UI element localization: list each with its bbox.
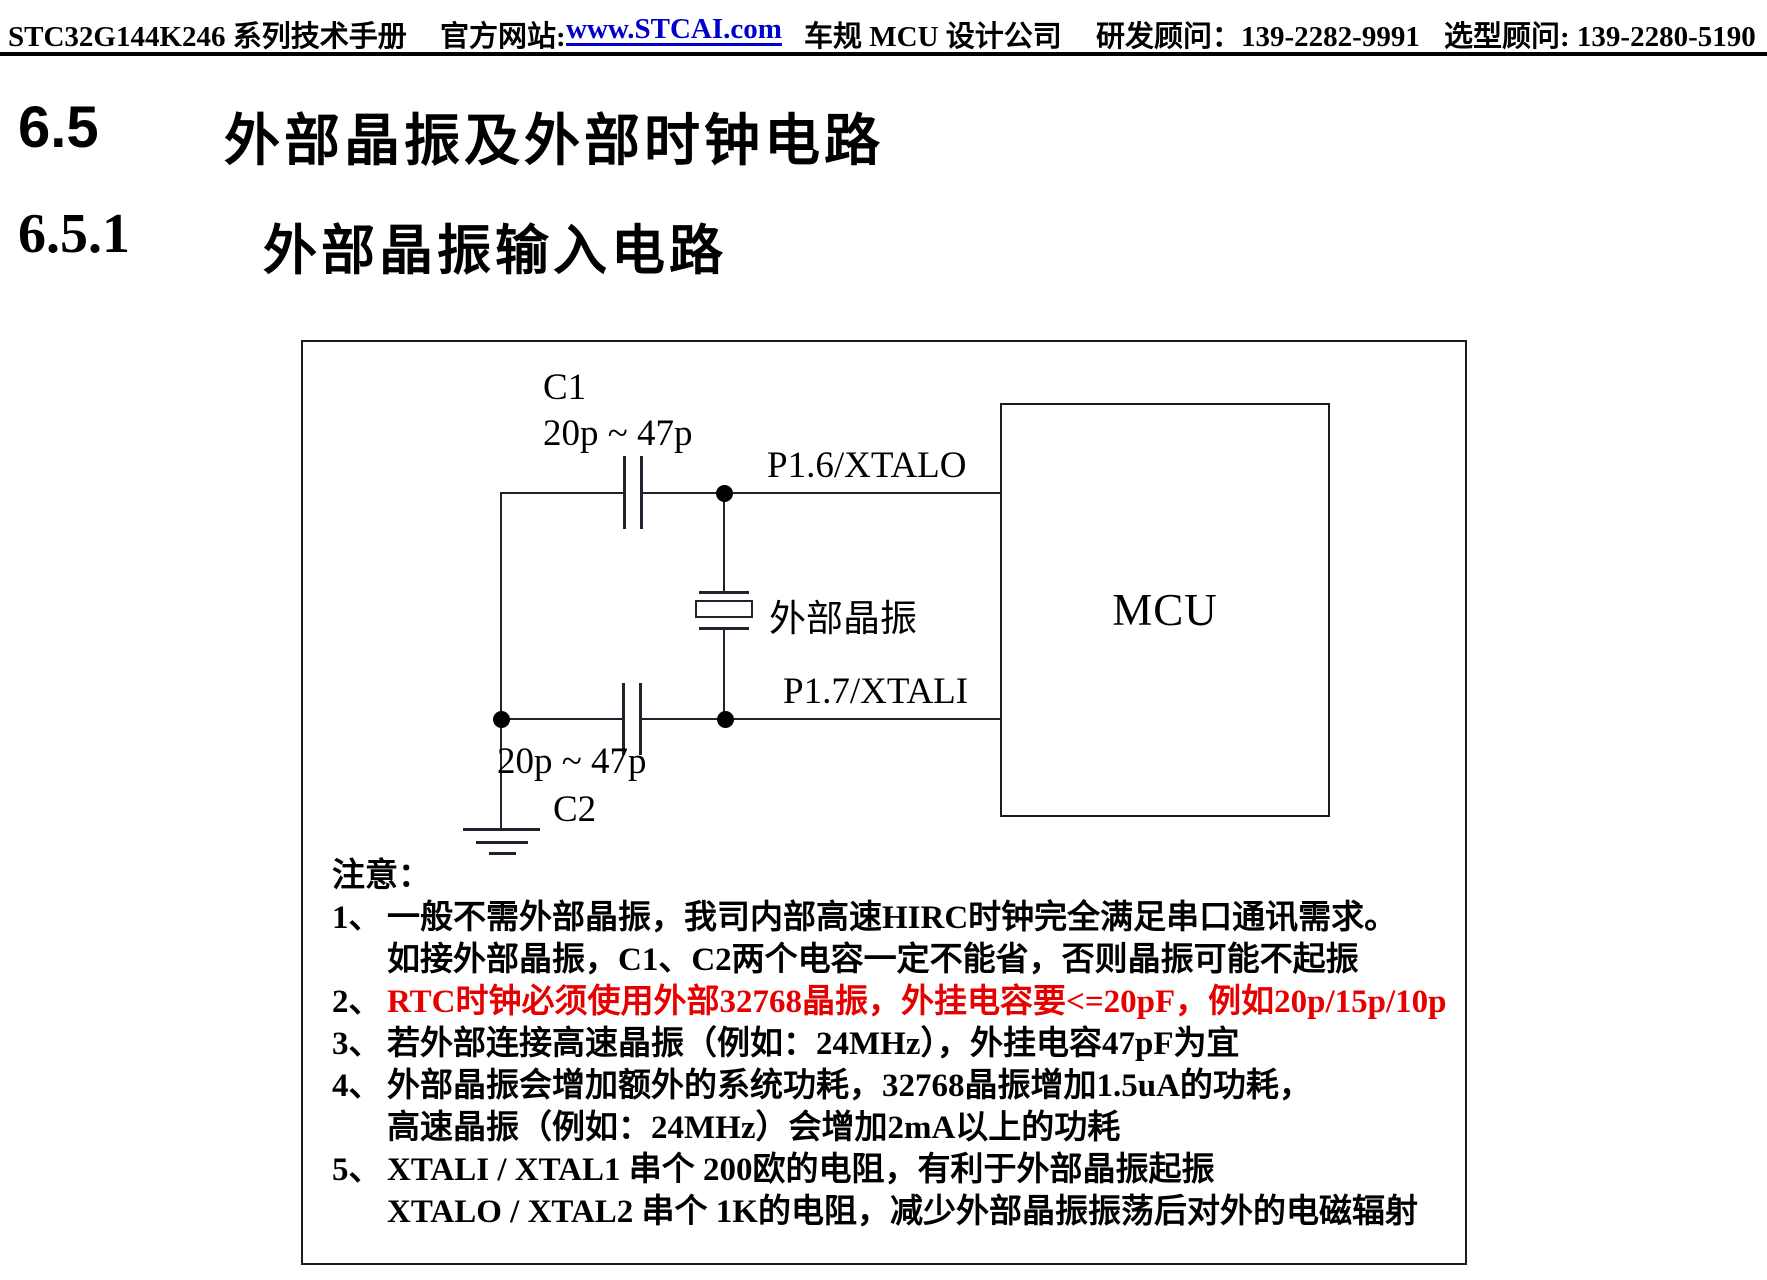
note-line-3: 3、若外部连接高速晶振（例如：24MHz），外挂电容47pF为宜	[332, 1026, 1239, 1062]
selection-contact: 选型顾问: 139-2280-5190	[1444, 21, 1756, 53]
note-text: XTALO / XTAL2 串个 1K的电阻，减少外部晶振振荡后对外的电磁辐射	[387, 1194, 1418, 1230]
note-line-1: 1、一般不需外部晶振，我司内部高速HIRC时钟完全满足串口通讯需求。	[332, 900, 1397, 936]
junction-dot-bottom-right	[717, 711, 734, 728]
wire-bottom-right-segment	[641, 718, 1001, 720]
note-line-5b: XTALO / XTAL2 串个 1K的电阻，减少外部晶振振荡后对外的电磁辐射	[387, 1194, 1418, 1230]
notes-heading: 注意：	[332, 858, 431, 894]
note-line-2: 2、RTC时钟必须使用外部32768晶振，外挂电容要<=20pF，例如20p/1…	[332, 984, 1447, 1020]
note-text: 若外部连接高速晶振（例如：24MHz），外挂电容47pF为宜	[387, 1026, 1240, 1062]
note-text: 如接外部晶振，C1、C2两个电容一定不能省，否则晶振可能不起振	[387, 942, 1359, 978]
wire-crystal-bottom	[723, 629, 725, 719]
site-label: 官方网站:	[440, 21, 566, 53]
subsection-title: 外部晶振输入电路	[263, 221, 727, 281]
junction-dot-top	[716, 485, 733, 502]
note-line-5: 5、XTALI / XTAL1 串个 200欧的电阻，有利于外部晶振起振	[332, 1152, 1214, 1188]
note-text: XTALI / XTAL1 串个 200欧的电阻，有利于外部晶振起振	[387, 1152, 1215, 1188]
wire-top-right-segment	[642, 492, 1001, 494]
note-number: 4、	[332, 1068, 382, 1104]
note-line-4: 4、外部晶振会增加额外的系统功耗，32768晶振增加1.5uA的功耗，	[332, 1068, 1312, 1104]
crystal-symbol	[695, 600, 753, 618]
crystal-plate-top	[699, 591, 749, 594]
section-title: 外部晶振及外部时钟电路	[224, 109, 884, 172]
crystal-plate-bottom	[699, 627, 749, 630]
section-number: 6.5	[18, 95, 99, 160]
junction-dot-bottom-left	[493, 711, 510, 728]
header-divider	[0, 52, 1767, 56]
company-label: 车规 MCU 设计公司	[804, 21, 1062, 53]
circuit-diagram-frame: MCU C1 20p ~ 47p P1.6/XTALO 外部晶振 P1.7/XT…	[301, 340, 1467, 1265]
rd-contact: 研发顾问：139-2282-9991	[1096, 21, 1420, 53]
capacitor-c1-plate-right	[640, 456, 643, 529]
note-text-warning: RTC时钟必须使用外部32768晶振，外挂电容要<=20pF，例如20p/15p…	[387, 984, 1447, 1020]
note-text: 高速晶振（例如：24MHz）会增加2mA以上的功耗	[387, 1110, 1121, 1146]
c1-value-label: 20p ~ 47p	[543, 413, 693, 454]
note-number: 2、	[332, 984, 382, 1020]
note-line-4b: 高速晶振（例如：24MHz）会增加2mA以上的功耗	[387, 1110, 1120, 1146]
pin-xtalo-label: P1.6/XTALO	[767, 445, 967, 486]
wire-bottom-left-segment	[501, 718, 623, 720]
wire-crystal-top	[723, 492, 725, 593]
crystal-text-label: 外部晶振	[769, 599, 917, 640]
c2-label: C2	[553, 789, 597, 830]
wire-left-vertical	[500, 492, 502, 829]
doc-title: STC32G144K246 系列技术手册	[8, 21, 407, 53]
subsection-number: 6.5.1	[18, 203, 130, 265]
note-text: 一般不需外部晶振，我司内部高速HIRC时钟完全满足串口通讯需求。	[387, 900, 1398, 936]
wire-top-left-segment	[501, 492, 624, 494]
capacitor-c2-plate-right	[639, 683, 642, 755]
note-number: 3、	[332, 1026, 382, 1062]
ground-icon-line3	[489, 852, 516, 855]
pin-xtali-label: P1.7/XTALI	[783, 671, 969, 712]
note-line-1b: 如接外部晶振，C1、C2两个电容一定不能省，否则晶振可能不起振	[387, 942, 1359, 978]
ground-icon-line2	[476, 841, 528, 844]
note-text: 外部晶振会增加额外的系统功耗，32768晶振增加1.5uA的功耗，	[387, 1068, 1312, 1104]
capacitor-c2-plate-left	[622, 683, 625, 755]
c1-label: C1	[543, 367, 587, 408]
note-number: 5、	[332, 1152, 382, 1188]
capacitor-c1-plate-left	[623, 456, 626, 529]
ground-icon-line1	[463, 828, 540, 831]
mcu-label: MCU	[1112, 585, 1218, 635]
mcu-block: MCU	[1000, 403, 1330, 817]
c2-value-label: 20p ~ 47p	[497, 741, 647, 782]
site-url-link[interactable]: www.STCAI.com	[566, 13, 782, 45]
note-number: 1、	[332, 900, 382, 936]
